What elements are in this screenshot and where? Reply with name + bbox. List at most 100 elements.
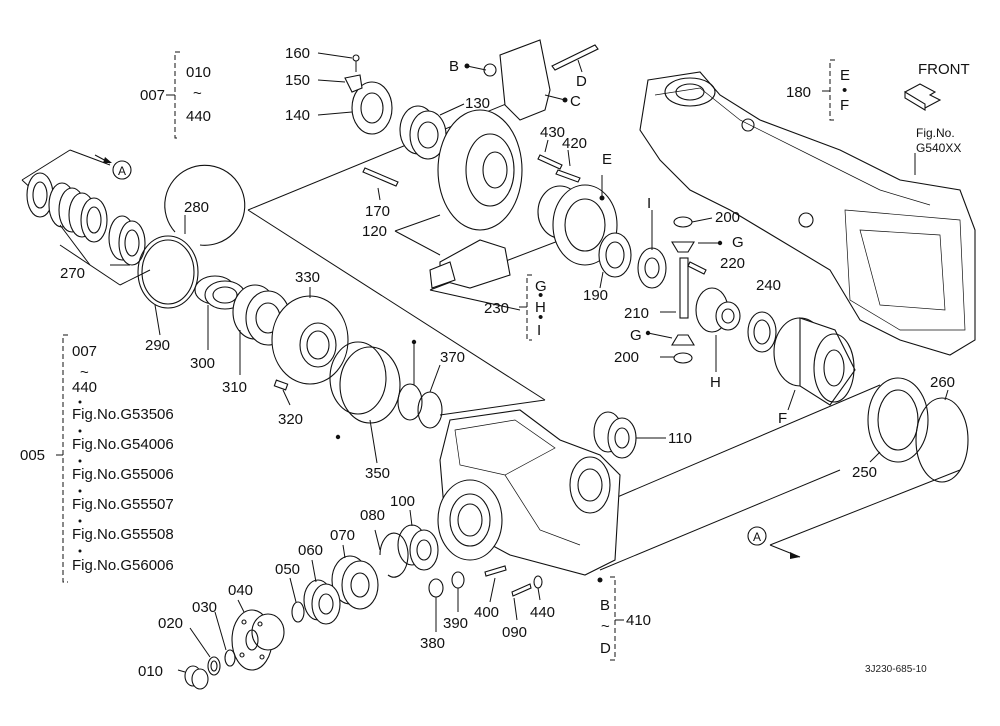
part-430: 430 [540,124,565,141]
part-410: 410 [626,612,651,629]
svg-text:D: D [576,73,587,90]
svg-text:G540XX: G540XX [916,141,961,155]
bearing-support [464,39,599,121]
bolt-160 [352,54,360,72]
axle-housing [639,71,976,356]
svg-text:C: C [570,93,581,110]
callout-letters: B C D E F G G H I [449,58,787,427]
svg-text:Fig.No.G55006: Fig.No.G55006 [72,466,174,483]
collar-060 [303,559,341,625]
side-gear-h [695,287,741,372]
washer-030 [214,611,236,667]
side-gear-i [637,210,667,289]
svg-text:F: F [778,410,787,427]
svg-text:I: I [647,195,651,212]
part-050: 050 [275,561,300,578]
svg-text:Fig.No.G53506: Fig.No.G53506 [72,406,174,423]
o-ring-050 [289,577,305,623]
part-180: 180 [786,84,811,101]
svg-text:•: • [538,309,543,326]
svg-text:~: ~ [193,85,202,102]
o-rings-370 [397,339,443,429]
pin-220 [687,261,707,275]
part-240: 240 [756,277,781,294]
part-007: 007 [140,87,165,104]
part-labels: 007 005 160 150 140 130 170 120 430 420 … [20,45,955,680]
svg-text:B: B [600,597,610,614]
part-130: 130 [465,95,490,112]
part-030: 030 [192,599,217,616]
part-190: 190 [583,287,608,304]
part-210: 210 [624,305,649,322]
part-140: 140 [285,107,310,124]
svg-text:A: A [118,164,126,178]
svg-text:Fig.No.G56006: Fig.No.G56006 [72,557,174,574]
part-250: 250 [852,464,877,481]
svg-text:Fig.No.: Fig.No. [916,126,955,140]
part-420: 420 [562,135,587,152]
section-marker-a-right: A [747,526,800,559]
svg-text:A: A [753,530,761,544]
bearing-310 [232,284,291,375]
part-005: 005 [20,447,45,464]
part-350: 350 [365,465,390,482]
front-direction-arrow: FRONT [904,61,970,111]
part-200-top: 200 [715,209,740,226]
pins-420-430 [537,139,581,183]
svg-text:007: 007 [72,343,97,360]
ring-290 [137,235,199,336]
section-marker-a-left: A [94,154,132,180]
bearing-110 [593,411,666,459]
svg-text:Fig.No.G54006: Fig.No.G54006 [72,436,174,453]
svg-text:010: 010 [186,64,211,81]
svg-text:B: B [449,58,459,75]
part-120: 120 [362,223,387,240]
part-270: 270 [60,265,85,282]
part-010: 010 [138,663,163,680]
part-170: 170 [365,203,390,220]
part-040: 040 [228,582,253,599]
svg-text:E: E [840,67,850,84]
part-370: 370 [440,349,465,366]
drawing-code: 3J230-685-10 [865,664,927,675]
svg-text:I: I [537,322,541,339]
svg-text:G: G [732,234,744,251]
bolt-170 [362,167,399,201]
svg-text:440: 440 [186,108,211,125]
cover-330 [271,287,349,385]
pinion-set-top [671,216,723,253]
part-090: 090 [502,624,527,641]
svg-text:•: • [538,287,543,304]
svg-text:D: D [600,640,611,657]
svg-text:~: ~ [601,618,610,635]
part-110: 110 [668,430,692,447]
reference-figure: Fig.No. G540XX [916,126,961,155]
part-400: 400 [474,604,499,621]
part-160: 160 [285,45,310,62]
svg-text:Fig.No.G55507: Fig.No.G55507 [72,496,174,513]
differential-case-f [773,317,856,411]
part-280: 280 [184,199,209,216]
snap-ring-080 [374,529,409,578]
part-080: 080 [360,507,385,524]
washer-240 [747,311,777,353]
part-290: 290 [145,337,170,354]
washer-020 [189,627,221,676]
svg-text:H: H [710,374,721,391]
bearing-250 [867,377,929,463]
svg-text:G: G [535,278,547,295]
part-230: 230 [484,300,509,317]
part-100: 100 [390,493,415,510]
flange-040 [231,599,285,671]
svg-text:E: E [602,151,612,168]
shaft-210 [660,257,689,319]
svg-text:•: • [842,82,847,99]
part-320: 320 [278,411,303,428]
part-310: 310 [222,379,247,396]
front-label: FRONT [918,61,970,78]
part-300: 300 [190,355,215,372]
svg-text:Fig.No.G55508: Fig.No.G55508 [72,526,174,543]
bearing-100 [397,509,439,571]
pinion-set-bottom [645,330,695,364]
